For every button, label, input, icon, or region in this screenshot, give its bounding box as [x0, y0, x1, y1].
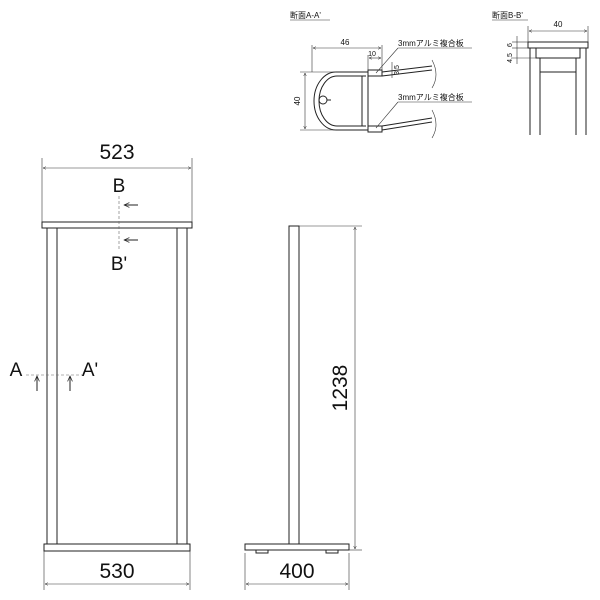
front-base	[43, 543, 191, 552]
panel-top-line2	[381, 69, 433, 77]
height-label: 1238	[329, 365, 352, 412]
profile-inner	[318, 75, 366, 127]
bb-dim-6-label: 6	[507, 43, 514, 47]
panel-bottom-line2	[381, 121, 433, 131]
bottom-slot	[367, 125, 383, 133]
break-mark	[431, 59, 437, 89]
front-view: 523 530 B B' A A'	[10, 141, 193, 590]
section-a-prime-label: A'	[82, 360, 98, 381]
bb-width-label: 40	[554, 20, 563, 29]
side-base	[244, 543, 350, 551]
profile-outer	[313, 71, 368, 131]
top-width-label: 523	[99, 141, 134, 164]
front-left-post	[46, 227, 58, 545]
section-bb-detail: 断面B-B' 40 6 4.5	[492, 10, 589, 135]
bb-lower-channel	[539, 57, 577, 73]
bb-dim-45-label: 4.5	[507, 53, 514, 63]
front-right-post	[176, 227, 188, 545]
section-aa-detail: 断面A-A' 46 10 3.5 40	[290, 10, 472, 139]
panel-top-line	[381, 65, 433, 73]
top-slot	[367, 69, 383, 77]
inner-10-label: 10	[368, 51, 376, 58]
front-header-plate	[41, 221, 193, 229]
section-bb-title: 断面B-B'	[492, 10, 523, 20]
panel-bottom-label: 3mmアルミ複合板	[398, 92, 464, 102]
profile-screw-slot	[318, 95, 328, 105]
section-a-label: A	[10, 360, 23, 381]
bottom-width-label: 530	[99, 560, 134, 583]
side-view: 1238 400	[244, 225, 362, 590]
section-aa-title: 断面A-A'	[290, 10, 321, 20]
side-post	[288, 225, 300, 545]
break-mark	[431, 109, 437, 139]
panel-top-label: 3mmアルミ複合板	[398, 38, 464, 48]
section-b-prime-label: B'	[111, 254, 127, 275]
bb-top-plate	[527, 41, 589, 49]
leader-top	[375, 47, 399, 74]
panel-bottom-line	[381, 117, 433, 127]
leader-bottom	[375, 101, 399, 129]
bb-upper-channel	[535, 47, 581, 59]
side-foot-right	[325, 549, 339, 554]
section-b-label: B	[113, 176, 126, 197]
side-foot-left	[255, 549, 269, 554]
width-46-label: 46	[341, 38, 350, 47]
base-depth-label: 400	[279, 560, 314, 583]
gap-35-label: 3.5	[394, 65, 401, 75]
height-40-label: 40	[293, 96, 302, 105]
